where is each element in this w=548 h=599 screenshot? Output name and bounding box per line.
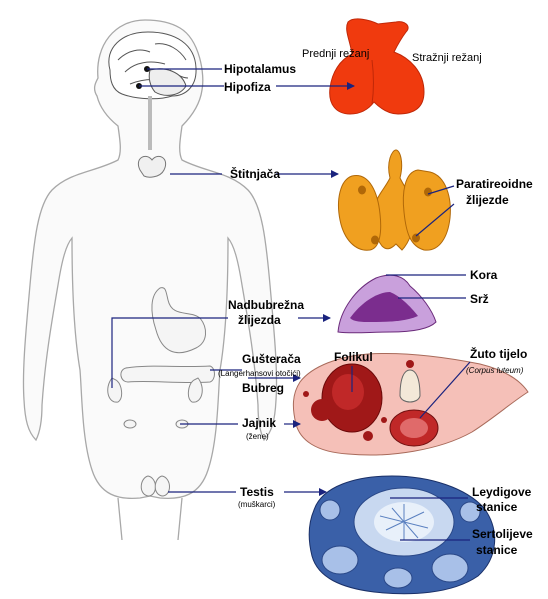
label-hipofiza: Hipofiza bbox=[224, 80, 271, 94]
label-nadbubrezna-line2: žlijezda bbox=[238, 313, 281, 327]
label-jajnik: Jajnik bbox=[242, 416, 277, 430]
brain bbox=[108, 31, 197, 100]
label-zene: (žene) bbox=[246, 432, 269, 441]
label-gusteraca: Gušterača bbox=[242, 352, 301, 366]
label-corpus-luteum: (Corpus luteum) bbox=[466, 366, 524, 375]
label-leydigove-line2: stanice bbox=[476, 500, 518, 514]
label-paratireoidne-line1: Paratireoidne bbox=[456, 177, 533, 191]
label-nadbubrezna-line1: Nadbubrežna bbox=[228, 298, 305, 312]
label-zuto-tijelo: Žuto tijelo bbox=[470, 347, 528, 361]
label-paratireoidne-line2: žlijezde bbox=[466, 193, 509, 207]
label-langerhans: (Langerhansovi otočići) bbox=[218, 369, 301, 378]
pituitary-gland bbox=[329, 18, 425, 115]
label-straznji-rezanj: Stražnji režanj bbox=[412, 52, 482, 64]
label-bubreg: Bubreg bbox=[242, 381, 284, 395]
label-sertolijeve-line2: stanice bbox=[476, 543, 518, 557]
label-leydigove-line1: Leydigove bbox=[472, 485, 532, 499]
label-testis: Testis bbox=[240, 485, 274, 499]
testis-tissue bbox=[308, 475, 496, 595]
label-sertolijeve-line1: Sertolijeve bbox=[472, 527, 533, 541]
label-folikul: Folikul bbox=[334, 350, 373, 364]
thyroid-gland bbox=[338, 149, 451, 251]
thyroid-small bbox=[138, 155, 166, 178]
label-stitnjaca: Štitnjača bbox=[230, 167, 281, 181]
label-muskarci: (muškarci) bbox=[238, 500, 276, 509]
abdominal-organs bbox=[107, 287, 215, 497]
label-srz: Srž bbox=[470, 292, 489, 306]
label-prednji-rezanj: Prednji režanj bbox=[302, 48, 370, 60]
label-hipotalamus: Hipotalamus bbox=[224, 62, 297, 76]
adrenal-gland bbox=[337, 274, 437, 334]
pointer-lines bbox=[111, 68, 471, 541]
label-kora: Kora bbox=[470, 268, 498, 282]
